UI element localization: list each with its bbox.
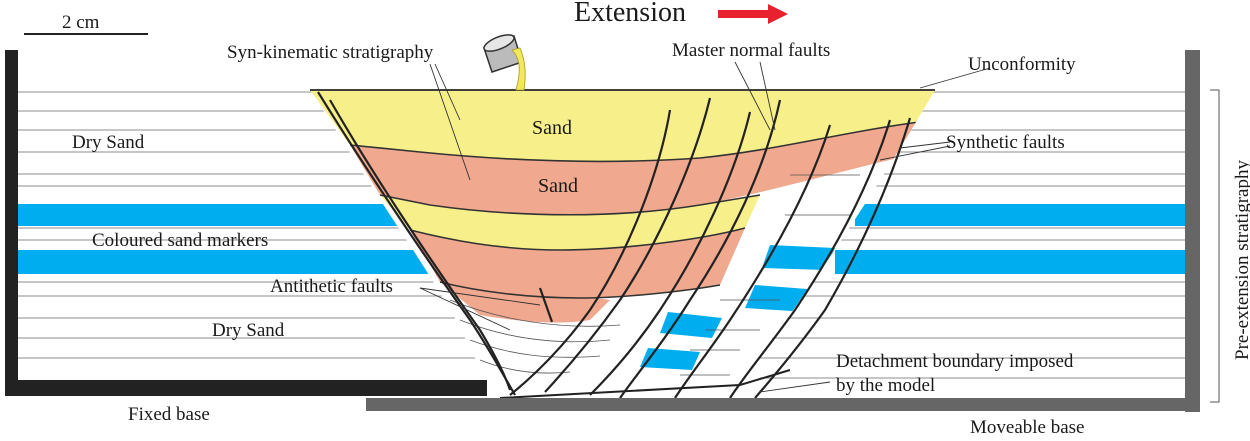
graben-blue-marker-1 <box>762 245 835 270</box>
left-wall <box>5 50 18 395</box>
right-blue-marker-1 <box>855 204 1185 226</box>
right-pre-extension-layers <box>760 91 1185 379</box>
label-unconformity: Unconformity <box>968 54 1076 75</box>
right-blue-marker-2 <box>835 250 1185 274</box>
leader-lines <box>419 61 991 393</box>
label-synthetic-faults: Synthetic faults <box>946 132 1065 153</box>
label-syn-kinematic: Syn-kinematic stratigraphy <box>227 42 434 63</box>
fixed-base <box>5 380 487 396</box>
pre-extension-bracket <box>1210 89 1220 403</box>
right-wall <box>1185 50 1200 412</box>
label-dry-sand-bottom: Dry Sand <box>212 320 285 341</box>
extension-title: Extension <box>574 0 686 28</box>
sand-pour-icon <box>483 34 526 91</box>
label-detachment-2: by the model <box>836 375 935 396</box>
left-layer-lines <box>18 91 475 359</box>
label-master-faults: Master normal faults <box>672 40 830 61</box>
extension-arrow-icon <box>718 4 788 24</box>
left-blue-marker-2 <box>18 250 478 274</box>
label-antithetic-faults: Antithetic faults <box>270 276 393 297</box>
syn-salmon-1 <box>350 120 935 215</box>
label-moveable-base: Moveable base <box>970 417 1084 436</box>
left-blue-marker-1 <box>18 204 458 226</box>
graben-blue-marker-4 <box>640 348 700 370</box>
moveable-base <box>366 398 1200 411</box>
label-coloured-markers: Coloured sand markers <box>92 230 268 251</box>
label-dry-sand-top: Dry Sand <box>72 132 145 153</box>
syn-yellow-2 <box>380 195 760 250</box>
label-sand-lower: Sand <box>538 175 578 197</box>
master-faults <box>509 97 912 399</box>
antithetic-faults <box>317 91 554 396</box>
scale-bar-label: 2 cm <box>62 12 100 33</box>
syn-salmon-2 <box>410 228 745 298</box>
left-pre-extension-layers <box>18 91 478 359</box>
label-fixed-base: Fixed base <box>128 404 210 425</box>
label-sand-upper: Sand <box>532 117 572 139</box>
graben-blue-marker-3 <box>660 312 722 338</box>
pre-extension-label: Pre-extension stratigraphy <box>1232 160 1250 360</box>
label-detachment-1: Detachment boundary imposed <box>836 351 1074 372</box>
syn-yellow-3 <box>440 282 610 323</box>
detachment-boundary <box>499 369 791 399</box>
